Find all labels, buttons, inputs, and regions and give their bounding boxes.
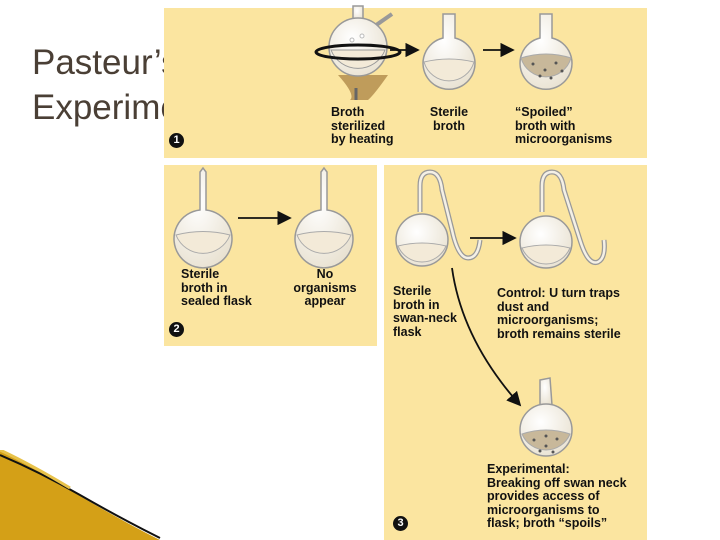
label-control: Control: U turn traps dust and microorga… — [497, 287, 621, 341]
sealed-flask-before — [174, 168, 232, 268]
sterile-flask — [423, 14, 475, 89]
label-swan-neck-flask: Sterile broth in swan-neck flask — [393, 285, 457, 339]
label-broth-sterilized: Broth sterilized by heating — [331, 106, 394, 147]
label-experimental: Experimental: Breaking off swan neck pro… — [487, 463, 627, 531]
label-sealed-flask: Sterile broth in sealed flask — [181, 268, 252, 309]
step-number-3: 3 — [393, 516, 408, 531]
corner-decoration — [0, 450, 170, 540]
step-number-1: 1 — [169, 133, 184, 148]
heated-flask — [316, 6, 400, 100]
control-flask — [520, 172, 604, 268]
spoiled-flask — [520, 14, 572, 89]
label-no-organisms: No organisms appear — [288, 268, 362, 309]
experimental-flask — [520, 378, 572, 456]
flame-icon — [338, 75, 388, 100]
step-number-2: 2 — [169, 322, 184, 337]
label-sterile-broth: Sterile broth — [420, 106, 478, 133]
label-spoiled-broth: “Spoiled” broth with microorganisms — [515, 106, 612, 147]
sealed-flask-after — [295, 168, 353, 268]
swan-neck-flask — [396, 172, 480, 266]
